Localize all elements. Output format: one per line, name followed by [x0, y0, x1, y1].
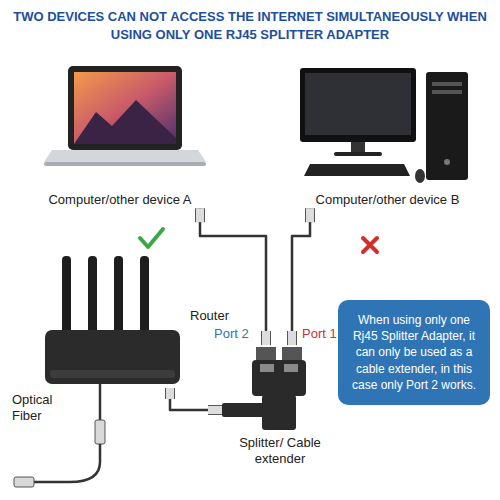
- ethernet-cable: [170, 388, 222, 410]
- router-node: Router: [30, 250, 240, 388]
- cable-part: [306, 208, 314, 222]
- cable-line: [170, 388, 222, 410]
- callout-box: When using only one Rj45 Splitter Adapte…: [338, 300, 490, 405]
- port-label: Port 2: [214, 326, 249, 342]
- desktop-illustration: [300, 68, 468, 183]
- ethernet-cable: [292, 208, 310, 345]
- device-node: Computer/other device A: [25, 62, 215, 208]
- ethernet-cable: [200, 208, 266, 345]
- cross-mark: [363, 238, 377, 252]
- splitter-node: Splitter/ Cable extender: [222, 345, 338, 468]
- cable-part: [165, 388, 175, 399]
- splitter-illustration: [222, 347, 306, 430]
- device-label: Splitter/ Cable extender: [222, 435, 338, 468]
- cable-part: [287, 331, 297, 345]
- port-label: Port 1: [302, 326, 337, 342]
- cable-line: [200, 208, 266, 345]
- cable-part: [195, 208, 205, 222]
- callout-text: When using only one Rj45 Splitter Adapte…: [348, 312, 480, 393]
- fiber-label: Optical Fiber: [12, 392, 82, 425]
- device-label: Computer/other device A: [25, 192, 215, 208]
- device-node: Computer/other device B: [285, 62, 490, 208]
- cable-part: [196, 208, 204, 222]
- device-label: Computer/other device B: [285, 192, 490, 208]
- cable-part: [208, 406, 222, 414]
- device-label: Router: [190, 308, 229, 324]
- router-illustration: [45, 256, 180, 384]
- cable-part: [262, 331, 270, 345]
- cable-part: [208, 405, 222, 415]
- laptop-illustration: [44, 66, 206, 166]
- cable-part: [166, 388, 174, 399]
- check-mark: [140, 229, 163, 247]
- cable-part: [288, 331, 296, 345]
- diagram-title: TWO DEVICES CAN NOT ACCESS THE INTERNET …: [10, 8, 490, 43]
- cable-part: [305, 208, 315, 222]
- cable-line: [292, 208, 310, 345]
- cable-part: [261, 331, 271, 345]
